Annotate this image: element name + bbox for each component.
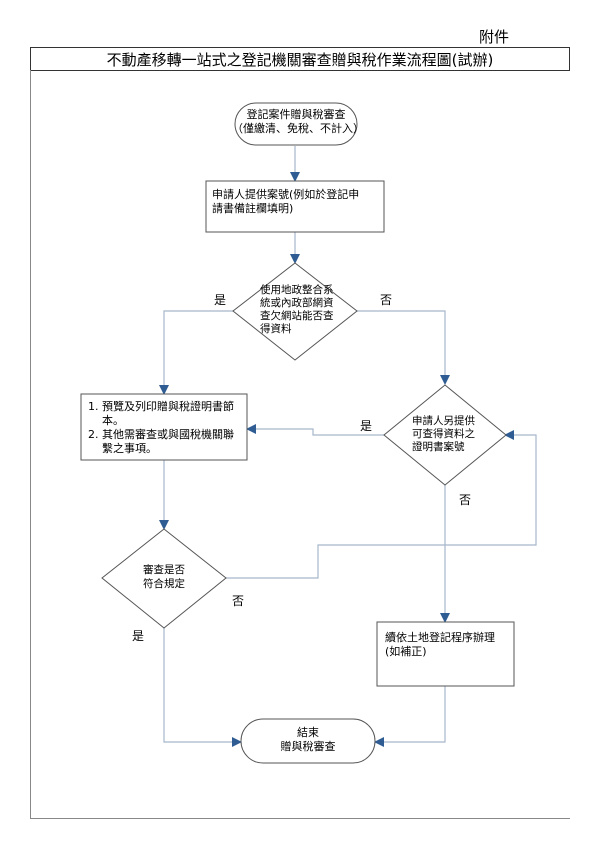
start-terminal-text: 登記案件贈與稅審查 （僅繳清、免稅、不計入）: [232, 108, 364, 135]
end-terminal: [240, 718, 376, 764]
print-item-1-text: 預覽及列印贈與稅證明書節本。: [102, 400, 234, 427]
connector-compliant-no: [226, 430, 537, 579]
connector-query-no: [356, 310, 450, 385]
provide-id-text: 申請人提供案號(例如於登記申 請書備註欄填明): [212, 188, 360, 215]
page-frame: [30, 70, 570, 819]
label-compliant-yes: 是: [132, 629, 145, 643]
print-item-2-number: 2.: [88, 428, 99, 441]
label-compliant-no: 否: [232, 594, 245, 608]
print-item-2: 2. 其他需審查或與國稅機關聯繫之事項。: [88, 428, 243, 456]
label-cert-no: 否: [459, 493, 472, 507]
print-item-1: 1. 預覽及列印贈與稅證明書節本。: [88, 400, 243, 428]
annex-label: 附件: [479, 28, 510, 46]
connector-query-yes: [159, 310, 234, 395]
end-terminal-text: 結束 贈與稅審查: [280, 726, 336, 753]
print-items-list: 1. 預覽及列印贈與稅證明書節本。 2. 其他需審查或與國稅機關聯繫之事項。: [88, 400, 243, 456]
continue-process-box: [376, 621, 515, 687]
label-query-yes: 是: [214, 293, 227, 307]
continue-process-text: 續依土地登記程序辦理 (如補正): [385, 631, 495, 658]
connector-compliant-yes: [163, 628, 242, 747]
decision-other-cert-text: 申請人另提供 可查得資料之 證明書案號: [412, 415, 475, 453]
label-cert-yes: 是: [360, 419, 373, 433]
connector-continue-to-end: [374, 686, 446, 747]
page-title: 不動產移轉一站式之登記機關審查贈與稅作業流程圖(試辦): [30, 47, 570, 71]
decision-other-cert-diamond: [383, 384, 507, 486]
print-item-2-text: 其他需審查或與國稅機關聯繫之事項。: [102, 428, 234, 455]
decision-compliant-text: 審查是否 符合規定: [143, 564, 185, 590]
decision-query-diamond: [232, 262, 358, 361]
print-item-1-number: 1.: [88, 400, 99, 413]
label-query-no: 否: [380, 293, 393, 307]
decision-query-text: 使用地政整合系 統或內政部網資 查欠網站能否查 得資料: [260, 284, 334, 335]
decision-compliant-diamond: [101, 528, 227, 629]
page-title-text: 不動產移轉一站式之登記機關審查贈與稅作業流程圖(試辦): [106, 50, 494, 69]
start-terminal: [234, 102, 358, 146]
provide-id-box: [205, 180, 385, 233]
connector-cert-yes: [246, 424, 385, 436]
print-items-box: [80, 393, 248, 461]
